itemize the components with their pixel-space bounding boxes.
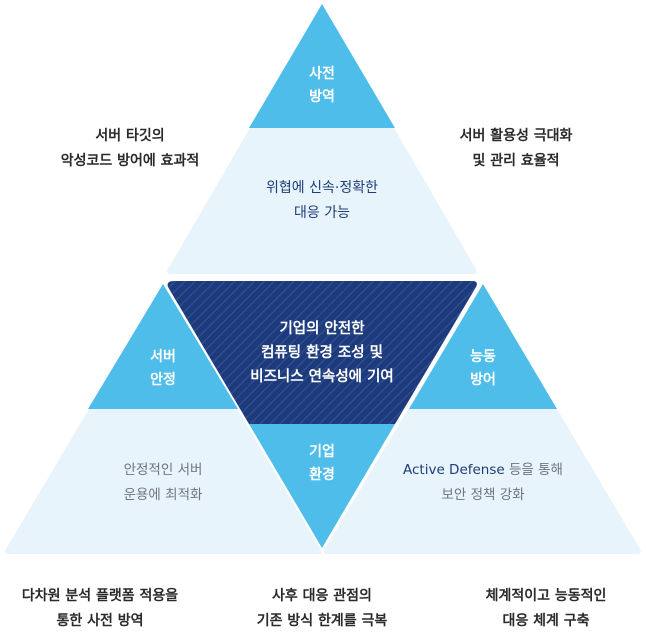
center-line-2: 컴퓨팅 환경 조성 및 bbox=[261, 345, 383, 361]
caption-bottom-left-line-1: 다차원 분석 플랫폼 적용을 bbox=[21, 588, 179, 604]
caption-bottom-right-line-1: 체계적이고 능동적인 bbox=[485, 588, 607, 604]
top-desc-line-1: 위협에 신속·정확한 bbox=[266, 180, 378, 196]
active-defense-term: Active Defense bbox=[403, 462, 505, 478]
center-triangle-tip bbox=[249, 424, 395, 548]
caption-bottom-left: 다차원 분석 플랫폼 적용을 통한 사전 방역 bbox=[0, 584, 200, 634]
caption-top-left-line-1: 서버 타깃의 bbox=[95, 128, 165, 144]
right-desc-line-2: 보안 정책 강화 bbox=[441, 487, 525, 503]
caption-top-left-line-2: 악성코드 방어에 효과적 bbox=[60, 153, 200, 169]
caption-bottom-right: 체계적이고 능동적인 대응 체계 구축 bbox=[446, 584, 646, 634]
top-desc-line-2: 대응 가능 bbox=[294, 205, 350, 221]
right-triangle-tip bbox=[409, 284, 557, 409]
caption-top-left: 서버 타깃의 악성코드 방어에 효과적 bbox=[20, 124, 240, 174]
right-desc-line-1: Active Defense 등을 통해 bbox=[383, 458, 583, 483]
left-tip-line-2: 안정 bbox=[150, 372, 176, 388]
top-tip-line-1: 사전 bbox=[309, 66, 335, 82]
right-description: Active Defense 등을 통해 보안 정책 강화 bbox=[383, 458, 583, 508]
caption-top-right-line-2: 및 관리 효율적 bbox=[472, 153, 560, 169]
left-desc-line-1: 안정적인 서버 bbox=[123, 462, 203, 478]
left-tip-label: 서버 안정 bbox=[113, 346, 213, 392]
left-triangle-tip bbox=[88, 284, 238, 409]
left-desc-line-2: 운용에 최적화 bbox=[123, 487, 203, 503]
center-line-3: 비즈니스 연속성에 기여 bbox=[250, 369, 394, 385]
center-line-1: 기업의 안전한 bbox=[279, 321, 365, 337]
right-desc-rest: 등을 통해 bbox=[504, 462, 563, 478]
center-tip-label: 기업 환경 bbox=[272, 441, 372, 487]
caption-bottom-left-line-2: 통한 사전 방역 bbox=[56, 613, 144, 629]
top-triangle-tip bbox=[249, 4, 395, 128]
top-triangle-body bbox=[167, 4, 477, 274]
left-triangle-body bbox=[5, 284, 322, 554]
right-tip-label: 능동 방어 bbox=[433, 346, 533, 392]
top-description: 위협에 신속·정확한 대응 가능 bbox=[222, 176, 422, 226]
center-statement: 기업의 안전한 컴퓨팅 환경 조성 및 비즈니스 연속성에 기여 bbox=[222, 317, 422, 389]
center-tip-line-1: 기업 bbox=[309, 444, 335, 460]
center-tip-line-2: 환경 bbox=[309, 467, 335, 483]
caption-bottom-center-line-2: 기존 방식 한계를 극복 bbox=[256, 613, 388, 629]
caption-bottom-center: 사후 대응 관점의 기존 방식 한계를 극복 bbox=[222, 584, 422, 634]
center-triangle bbox=[167, 281, 477, 424]
caption-bottom-center-line-1: 사후 대응 관점의 bbox=[272, 588, 372, 604]
caption-bottom-right-line-2: 대응 체계 구축 bbox=[502, 613, 590, 629]
top-tip-line-2: 방역 bbox=[309, 89, 335, 105]
right-tip-line-2: 방어 bbox=[470, 372, 496, 388]
left-description: 안정적인 서버 운용에 최적화 bbox=[83, 458, 243, 508]
top-tip-label: 사전 방역 bbox=[272, 63, 372, 109]
caption-top-right-line-1: 서버 활용성 극대화 bbox=[459, 128, 573, 144]
left-tip-line-1: 서버 bbox=[150, 349, 176, 365]
right-tip-line-1: 능동 bbox=[470, 349, 496, 365]
right-triangle-body bbox=[323, 284, 641, 554]
caption-top-right: 서버 활용성 극대화 및 관리 효율적 bbox=[416, 124, 616, 174]
